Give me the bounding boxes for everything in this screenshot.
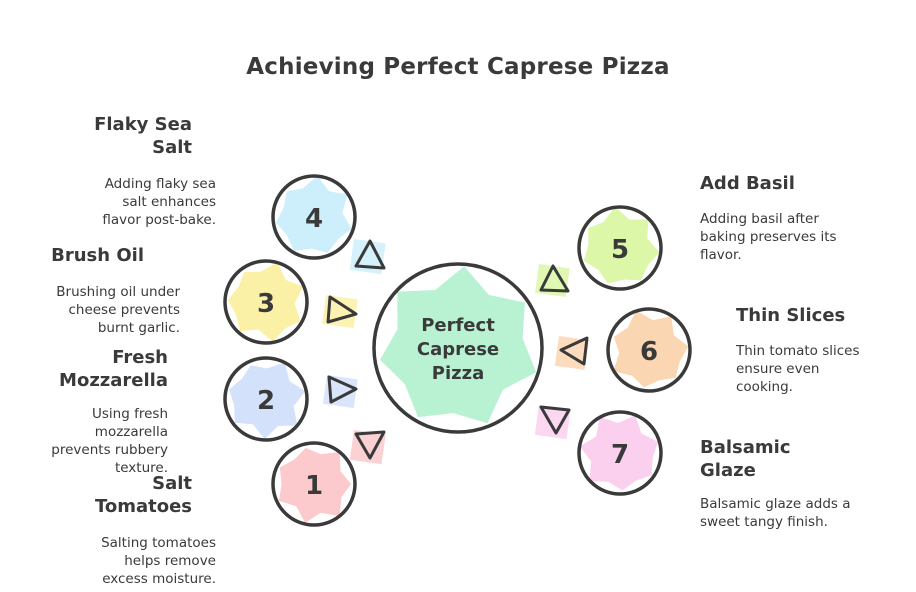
step-3-circle-fill [227,262,304,342]
step-5-circle [577,205,663,291]
center-circle [372,262,544,434]
arrow-1-icon [354,430,386,460]
step-5-desc: Adding basil after baking preserves its … [700,211,837,263]
step-5-title: Add Basil [700,173,795,194]
step-2-circle-fill [229,362,306,440]
step-4-circle-fill [276,175,352,253]
arrow-3-icon [326,295,358,324]
step-7-circle [577,410,663,496]
step-4-circle [271,174,357,260]
step-2-circle [223,356,309,442]
step-4-desc: Adding flaky sea salt enhances flavor po… [102,176,216,228]
step-3-desc: Brushing oil under cheese prevents burnt… [56,284,180,336]
step-6-desc: Thin tomato slices ensure even cooking. [736,343,860,395]
center-label-line-3: Pizza [432,363,484,384]
step-6-circle [606,307,692,393]
step-5-circle-fill [583,206,660,284]
step-4-number: 4 [305,204,323,234]
arrow-2-icon [327,375,358,404]
step-3-number: 3 [257,289,275,319]
step-1-desc: Salting tomatoes helps remove excess moi… [101,535,216,587]
step-3-circle [223,259,309,345]
step-5-number: 5 [611,235,629,265]
step-7-title: Balsamic Glaze [700,437,791,481]
step-2-desc: Using fresh mozzarella prevents rubbery … [51,406,168,476]
step-6-number: 6 [640,337,658,367]
step-2-number: 2 [257,386,275,416]
arrow-7-icon [539,405,571,435]
step-4-title: Flaky Sea Salt [94,114,192,158]
center-label-line-2: Caprese [417,339,499,360]
step-7-number: 7 [611,440,629,470]
arrow-4-icon [354,239,386,270]
step-2-title: Fresh Mozzarella [59,347,168,391]
center-circle-fill [380,266,537,424]
arrow-6-icon [559,336,589,366]
step-1-circle-fill [278,447,351,523]
diagram-title: Achieving Perfect Caprese Pizza [246,54,670,80]
step-1-number: 1 [305,471,323,501]
step-1-circle [271,441,357,527]
step-1-title: Salt Tomatoes [94,473,192,517]
step-3-title: Brush Oil [51,245,144,266]
step-6-title: Thin Slices [736,305,846,326]
step-6-circle-fill [613,310,689,388]
step-7-desc: Balsamic glaze adds a sweet tangy finish… [700,496,851,530]
step-7-circle-fill [579,415,658,491]
center-label-line-1: Perfect [421,315,495,336]
arrow-5-icon [539,264,570,293]
